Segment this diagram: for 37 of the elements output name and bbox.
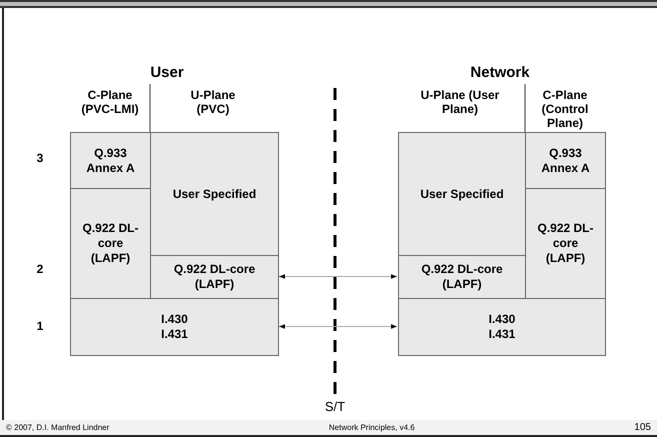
protocol-box — [150, 132, 279, 256]
protocol-box — [525, 132, 606, 189]
protocol-box — [70, 188, 151, 299]
protocol-label: I.431 — [488, 327, 516, 342]
side-heading: User — [149, 63, 185, 83]
protocol-box — [70, 132, 151, 189]
plane-heading: C-Plane (Control Plane) — [540, 88, 590, 130]
protocol-label: Q.933 Annex A — [85, 146, 136, 176]
protocol-label: User Specified — [420, 186, 504, 202]
protocol-label: I.431 — [161, 327, 188, 342]
plane-heading: U-Plane (User Plane) — [420, 88, 500, 116]
protocol-label: I.430 — [488, 312, 516, 327]
layer-number: 3 — [36, 150, 44, 167]
protocol-box — [150, 255, 279, 299]
layer-number: 1 — [36, 318, 44, 335]
protocol-label: Q.922 DL-core (LAPF) — [536, 221, 594, 266]
protocol-label: User Specified — [172, 186, 256, 202]
double-arrow — [278, 324, 398, 329]
protocol-label: Q.933 Annex A — [540, 146, 591, 176]
protocol-label: Q.922 DL-core (LAPF) — [82, 221, 140, 266]
reference-point-label: S/T — [324, 398, 346, 416]
double-arrow — [278, 274, 398, 279]
protocol-box — [525, 188, 606, 299]
protocol-box — [70, 298, 279, 356]
footer-title: Network Principles, v4.6 — [328, 422, 415, 434]
protocol-box — [398, 298, 606, 356]
copyright-note: © 2007, D.I. Manfred Lindner — [6, 422, 110, 434]
plane-heading: U-Plane (PVC) — [190, 88, 236, 116]
protocol-label: Q.922 DL-core (LAPF) — [172, 262, 256, 292]
protocol-box — [398, 132, 526, 256]
layer-number: 2 — [36, 261, 44, 278]
side-heading: Network — [469, 63, 531, 83]
plane-heading: C-Plane (PVC-LMI) — [80, 88, 140, 116]
protocol-label: I.430 — [161, 312, 188, 327]
protocol-label: Q.922 DL-core (LAPF) — [420, 262, 504, 292]
protocol-box — [398, 255, 526, 299]
page-number: 105 — [634, 421, 651, 435]
